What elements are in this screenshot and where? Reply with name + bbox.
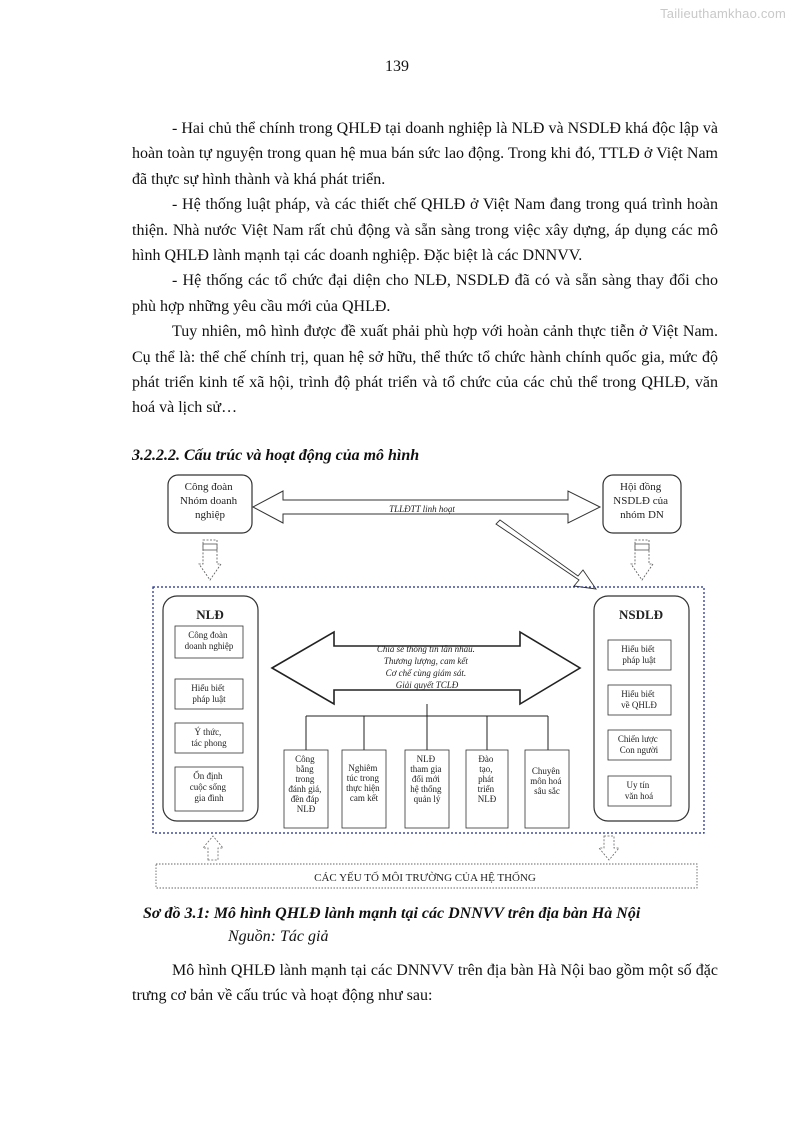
watermark: Tailieuthamkhao.com [660, 6, 786, 21]
central-mechanism-label: Chia sẻ thông tin lẫn nhau. Thương lượng… [377, 644, 477, 690]
nsdld-item-box [607, 639, 672, 671]
employer-council-label: Hội đồng NSDLĐ của nhóm DN [613, 481, 670, 521]
bottom-box-label: NLĐ tham gia đổi mới hệ thống quản lý [410, 754, 444, 804]
union-group-box [167, 474, 253, 534]
environment-bar [155, 863, 698, 889]
nld-item-label: Hiểu biết pháp luật [191, 683, 227, 704]
union-group-label: Công đoàn Nhóm doanh nghiệp [180, 481, 240, 521]
up-arrow-left [202, 835, 224, 861]
nld-item-box [174, 625, 244, 659]
system-boundary [152, 586, 705, 834]
nld-item-label: Công đoàn doanh nghiệp [185, 630, 234, 651]
bottom-box-label: Nghiêm túc trong thực hiện cam kết [346, 763, 382, 803]
figure-source: Nguồn: Tác giả [228, 928, 329, 945]
nsdld-item-box [607, 729, 672, 761]
bottom-box [465, 749, 509, 829]
nsdld-item-label: Uy tín văn hoá [625, 780, 653, 801]
employer-council-box [602, 474, 682, 534]
employee-title: NLĐ [196, 607, 223, 622]
bottom-box-label: Chuyên môn hoá sâu sắc [530, 766, 564, 796]
paragraph: Mô hình QHLĐ lành mạnh tại các DNNVV trê… [132, 962, 718, 1005]
paragraph: - Hai chủ thể chính trong QHLĐ tại doanh… [132, 120, 718, 188]
nld-item-label: Ý thức, tác phong [191, 727, 227, 748]
down-arrow-left [198, 539, 222, 581]
caption-title: Mô hình QHLĐ lành mạnh tại các DNNVV trê… [213, 905, 641, 922]
nsdld-item-label: Chiến lược Con người [618, 734, 660, 755]
closing-text: Mô hình QHLĐ lành mạnh tại các DNNVV trê… [132, 958, 718, 1009]
nsdld-item-label: Hiểu biết về QHLĐ [621, 689, 657, 710]
section-heading: 3.2.2.2. Cấu trúc và hoạt động của mô hì… [132, 447, 420, 464]
figure-caption: Sơ đồ 3.1: Mô hình QHLĐ lành mạnh tại cá… [143, 905, 640, 923]
nsdld-item-label: Hiểu biết pháp luật [621, 644, 657, 665]
nld-item-label: Ổn định cuộc sống gia đình [190, 771, 229, 803]
nld-item-box [174, 678, 244, 710]
bottom-box-label: Đào tạo, phát triển NLĐ [478, 754, 497, 804]
caption-label: Sơ đồ 3.1: [143, 905, 210, 922]
diagonal-arrow [495, 519, 597, 590]
tree-connectors [305, 704, 549, 750]
nsdld-item-box [607, 775, 672, 807]
paragraph: Tuy nhiên, mô hình được đề xuất phải phù… [132, 323, 718, 417]
paragraph: - Hệ thống luật pháp, và các thiết chế Q… [132, 196, 718, 265]
nld-item-box [174, 722, 244, 754]
collective-agreement-arrow [251, 490, 602, 524]
collective-agreement-label: TLLĐTT linh hoạt [389, 504, 455, 514]
down-arrow-bottom-right [598, 835, 620, 861]
bottom-box [283, 749, 329, 829]
page-number: 139 [385, 58, 409, 75]
body-text: - Hai chủ thể chính trong QHLĐ tại doanh… [132, 116, 718, 421]
nsdld-item-box [607, 684, 672, 716]
down-arrow-right [630, 539, 654, 581]
bottom-box [341, 749, 387, 829]
bottom-box [404, 749, 450, 829]
bottom-box-label: Công bằng trong đánh giá, đền đáp NLĐ [288, 754, 323, 814]
central-mechanism-arrow [270, 630, 582, 706]
employer-title: NSDLĐ [619, 607, 663, 622]
bottom-box [524, 749, 570, 829]
nld-item-box [174, 766, 244, 812]
environment-label: CÁC YẾU TỐ MÔI TRƯỜNG CỦA HỆ THỐNG [314, 871, 536, 884]
paragraph: - Hệ thống các tổ chức đại diện cho NLĐ,… [132, 272, 718, 315]
